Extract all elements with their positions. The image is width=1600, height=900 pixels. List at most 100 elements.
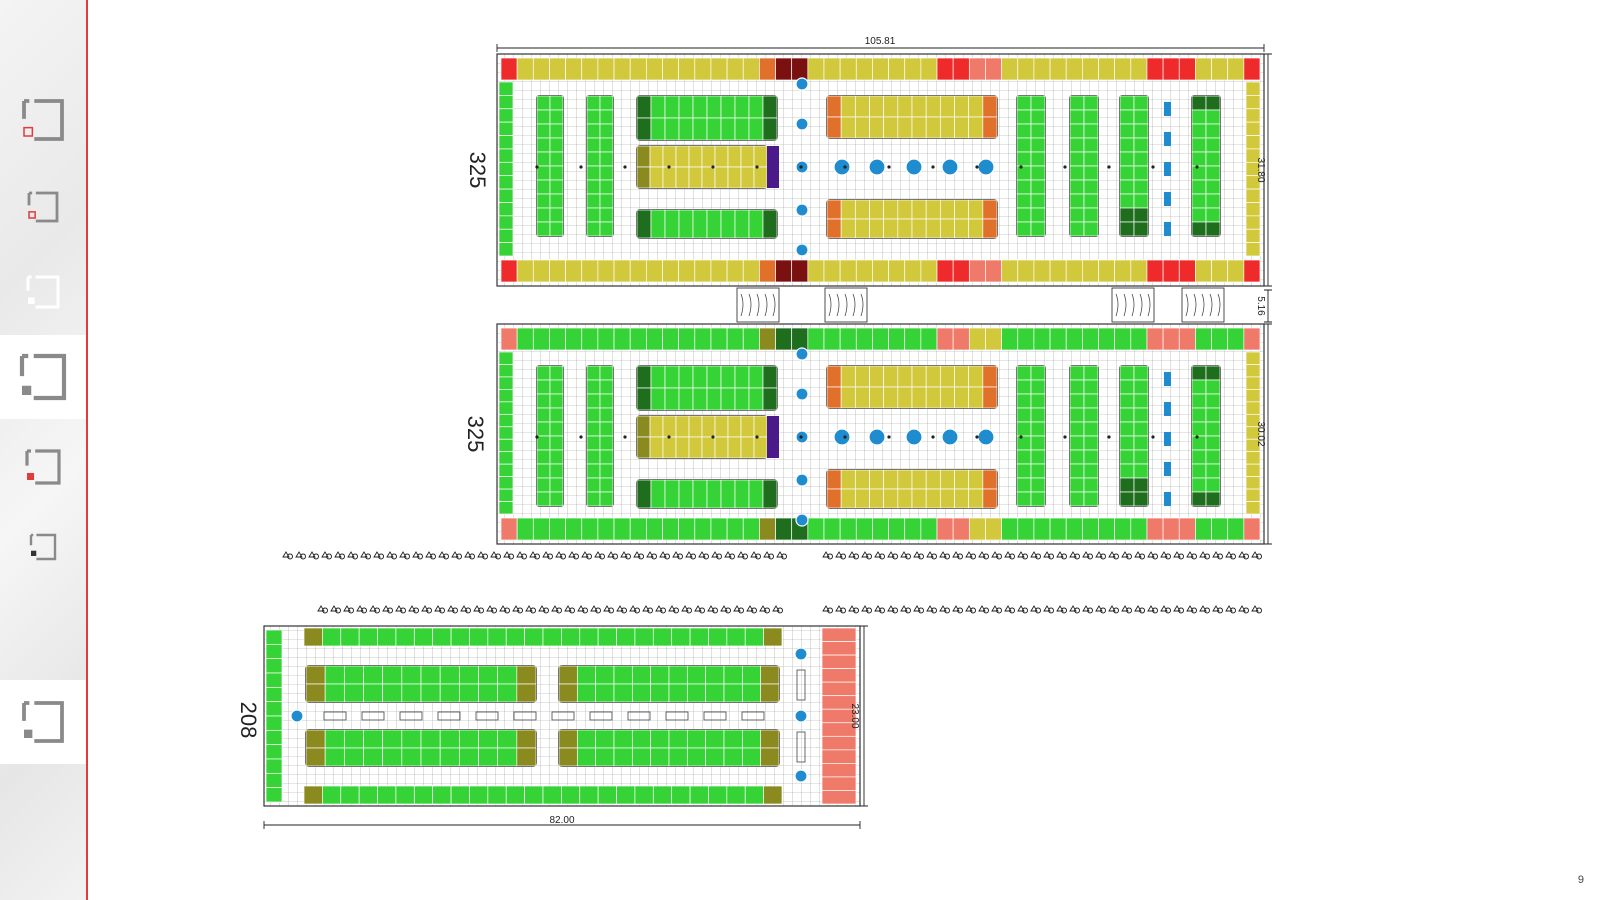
tree-icon xyxy=(1004,551,1015,560)
parking-space xyxy=(1245,242,1261,257)
tree-icon xyxy=(1186,605,1197,614)
tree-icon xyxy=(861,605,872,614)
parking-space xyxy=(954,365,970,388)
parking-space xyxy=(1017,327,1035,351)
parking-space xyxy=(413,785,434,805)
parking-space xyxy=(1016,393,1032,409)
parking-space xyxy=(558,683,578,703)
parking-space xyxy=(1205,477,1221,493)
tree-icon xyxy=(408,605,419,614)
parking-space xyxy=(599,463,614,479)
tree-icon xyxy=(965,551,976,560)
sidebar-nav-item[interactable] xyxy=(0,680,86,764)
tree-icon xyxy=(668,605,679,614)
parking-space xyxy=(925,199,941,220)
parking-space xyxy=(322,627,342,647)
sidebar-nav-item[interactable] xyxy=(0,250,86,334)
tree-icon xyxy=(1173,551,1184,560)
parking-space xyxy=(759,259,776,283)
parking-space xyxy=(497,683,518,703)
sidebar-nav-item[interactable] xyxy=(0,425,86,509)
parking-space xyxy=(985,327,1002,351)
parking-space xyxy=(1133,207,1149,223)
sidebar xyxy=(0,0,88,900)
parking-space xyxy=(775,57,793,81)
parking-space xyxy=(1082,57,1099,81)
center-lower-island xyxy=(826,469,998,509)
parking-space xyxy=(775,259,793,283)
tree-icon xyxy=(555,551,566,560)
parking-space xyxy=(1133,221,1149,237)
dimension-line xyxy=(860,625,868,807)
parking-space xyxy=(1030,137,1046,153)
parking-space xyxy=(549,327,566,351)
tree-icon xyxy=(776,551,787,560)
tree-icon xyxy=(874,605,885,614)
parking-space xyxy=(1083,435,1099,451)
parking-space xyxy=(650,729,670,749)
parking-space xyxy=(968,327,986,351)
parking-space xyxy=(1065,327,1083,351)
parking-space xyxy=(498,95,514,110)
parking-space xyxy=(694,517,712,541)
sidebar-nav-item[interactable] xyxy=(0,78,86,162)
parking-space xyxy=(839,259,857,283)
parking-space xyxy=(579,627,599,647)
parking-space xyxy=(505,627,525,647)
parking-space xyxy=(1119,193,1135,209)
parking-space xyxy=(791,259,809,283)
bottom-width-dimension: 82.00 xyxy=(549,815,574,826)
parking-space xyxy=(720,479,736,509)
parking-space xyxy=(265,744,283,760)
parking-space xyxy=(791,57,809,81)
parking-space xyxy=(720,117,736,141)
parking-space xyxy=(920,57,938,81)
aisle-marker xyxy=(703,711,727,721)
center-upper-island xyxy=(826,95,998,139)
bottom-block-capacity: 208 xyxy=(236,702,261,739)
parking-space xyxy=(1195,259,1212,283)
parking-space xyxy=(549,379,564,395)
tree-icon xyxy=(629,605,640,614)
tree-row xyxy=(282,551,787,560)
parking-space xyxy=(936,517,954,541)
tree-icon xyxy=(503,551,514,560)
parking-space xyxy=(1083,137,1099,153)
ramp-connector xyxy=(1111,287,1155,323)
tree-icon xyxy=(1017,605,1028,614)
tree-icon xyxy=(282,551,293,560)
parking-space xyxy=(911,199,927,220)
parking-space xyxy=(968,469,984,490)
parking-space xyxy=(500,57,518,81)
sidebar-nav-item[interactable] xyxy=(0,505,86,589)
parking-space xyxy=(586,463,601,479)
parking-space xyxy=(343,747,364,767)
parking-space xyxy=(636,415,651,438)
sidebar-nav-item[interactable] xyxy=(0,335,86,419)
aisle-marker xyxy=(667,435,671,439)
parking-space xyxy=(478,665,499,685)
parking-space xyxy=(613,729,633,749)
parking-space xyxy=(692,387,708,411)
tree-icon xyxy=(822,551,833,560)
parking-space xyxy=(678,387,694,411)
parking-space xyxy=(576,665,597,685)
parking-space xyxy=(671,785,691,805)
parking-space xyxy=(1016,365,1032,381)
parking-space xyxy=(498,215,514,230)
sidebar-nav-item[interactable] xyxy=(0,165,86,249)
parking-space xyxy=(599,407,614,423)
ev-charger xyxy=(1164,132,1171,146)
parking-space xyxy=(1083,207,1099,223)
parking-space xyxy=(854,386,870,409)
parking-space xyxy=(498,81,514,96)
parking-space xyxy=(1191,137,1207,153)
parking-space xyxy=(1191,123,1207,139)
parking-space xyxy=(1119,109,1135,125)
parking-space xyxy=(1069,109,1085,125)
parking-space xyxy=(821,681,857,697)
parking-space xyxy=(872,57,889,81)
parking-space xyxy=(586,491,601,507)
aisle-marker xyxy=(741,711,765,721)
parking-space xyxy=(324,665,345,685)
